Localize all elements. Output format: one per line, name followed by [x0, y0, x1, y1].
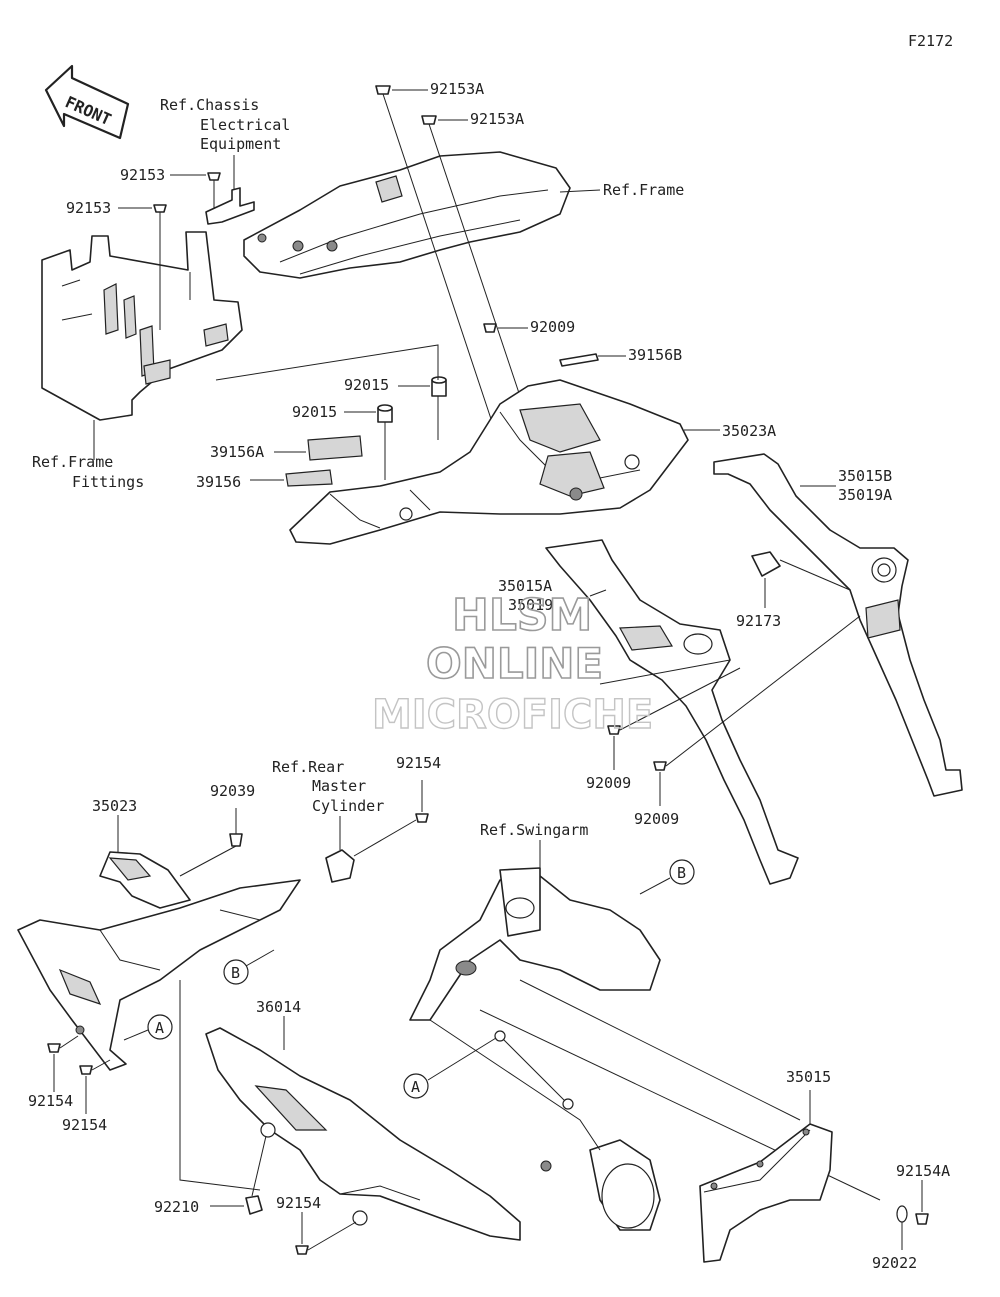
label-92154: 92154 [396, 754, 441, 772]
label-35023A: 35023A [722, 422, 776, 440]
label-35015: 35015 [786, 1068, 831, 1086]
ref-chassis-electrical: Ref.Chassis Electrical Equipment [160, 96, 290, 153]
bolt-92153A [421, 115, 437, 125]
rear-guard [17, 879, 301, 1071]
label-35019A: 35019A [838, 486, 892, 504]
bolt-92154 [295, 1245, 309, 1255]
label-92154A: 92154A [896, 1162, 950, 1180]
callout-b [223, 959, 249, 985]
label-92015: 92015 [344, 376, 389, 394]
svg-text:Ref.Chassis: Ref.Chassis [160, 96, 259, 114]
front-arrow-icon: FRONT [44, 64, 130, 140]
label-92015: 92015 [292, 403, 337, 421]
label-35015A: 35015A [498, 577, 552, 595]
svg-text:Equipment: Equipment [200, 135, 281, 153]
stay-35015A [545, 539, 799, 885]
callout-a [147, 1014, 173, 1040]
frame-fittings-bracket [41, 231, 243, 421]
label-92210: 92210 [154, 1198, 199, 1216]
label-36014: 36014 [256, 998, 301, 1016]
label-92153A: 92153A [430, 80, 484, 98]
callout-a-label: A [155, 1019, 164, 1037]
label-92154: 92154 [28, 1092, 73, 1110]
callout-a-label: A [411, 1078, 420, 1096]
label-92153: 92153 [120, 166, 165, 184]
label-35015B: 35015B [838, 467, 892, 485]
svg-text:Master: Master [312, 777, 366, 795]
svg-text:Cylinder: Cylinder [312, 797, 384, 815]
bolt-92154A [915, 1213, 929, 1225]
bolt-92153A [375, 85, 391, 95]
svg-text:Ref.Rear: Ref.Rear [272, 758, 344, 776]
rear-frame [243, 151, 571, 279]
label-92009: 92009 [634, 810, 679, 828]
svg-text:HLSM: HLSM [452, 590, 592, 641]
callout-b-label: B [231, 964, 240, 982]
label-92173: 92173 [736, 612, 781, 630]
pad-39156 [285, 469, 333, 487]
clip-92173 [751, 551, 781, 577]
callout-a [403, 1073, 429, 1099]
callout-b [669, 859, 695, 885]
label-39156A: 39156A [210, 443, 264, 461]
label-92009: 92009 [530, 318, 575, 336]
guard-35015 [699, 1123, 833, 1263]
grommet-92015 [377, 376, 447, 423]
pad-39156B [559, 353, 599, 367]
svg-text:Electrical: Electrical [200, 116, 290, 134]
rear-fender-35023A [289, 379, 689, 545]
ref-frame: Ref.Frame [603, 181, 684, 199]
bolt-92153 [153, 172, 221, 330]
watermark: HLSM ONLINE MICROFICHE [371, 589, 654, 739]
label-39156: 39156 [196, 473, 241, 491]
label-35019: 35019 [508, 596, 553, 614]
stay-35015B [713, 453, 963, 797]
label-92009: 92009 [586, 774, 631, 792]
bolt-92154 [79, 1065, 93, 1075]
swingarm [409, 867, 661, 1231]
bolt-92009 [653, 761, 667, 771]
nut-92210 [245, 1195, 263, 1215]
svg-text:Ref.Frame: Ref.Frame [32, 453, 113, 471]
bolt-92009 [483, 323, 497, 333]
ref-frame-fittings: Ref.Frame Fittings [32, 453, 144, 491]
callout-b-label: B [677, 864, 686, 882]
master-cylinder-clip [325, 849, 355, 883]
flap-35023 [99, 851, 191, 909]
label-39156B: 39156B [628, 346, 682, 364]
ref-rear-master-cylinder: Ref.Rear Master Cylinder [272, 758, 384, 815]
washer-92022 [896, 1205, 908, 1223]
clip-92039 [229, 833, 243, 847]
label-92154: 92154 [276, 1194, 321, 1212]
label-92153A: 92153A [470, 110, 524, 128]
ref-swingarm: Ref.Swingarm [480, 821, 588, 839]
figure-code: F2172 [908, 32, 953, 50]
label-92154: 92154 [62, 1116, 107, 1134]
label-92153: 92153 [66, 199, 111, 217]
bolt-92154 [415, 813, 429, 823]
chain-guard-36014 [205, 1027, 521, 1241]
bolt-92154 [47, 1043, 61, 1053]
label-92022: 92022 [872, 1254, 917, 1272]
svg-text:Fittings: Fittings [72, 473, 144, 491]
svg-text:MICROFICHE: MICROFICHE [372, 692, 653, 738]
bolt-92009 [607, 725, 621, 735]
svg-text:ONLINE: ONLINE [426, 639, 603, 688]
label-35023: 35023 [92, 797, 137, 815]
electrical-bracket [205, 187, 255, 225]
label-92039: 92039 [210, 782, 255, 800]
pad-39156A [307, 435, 363, 461]
